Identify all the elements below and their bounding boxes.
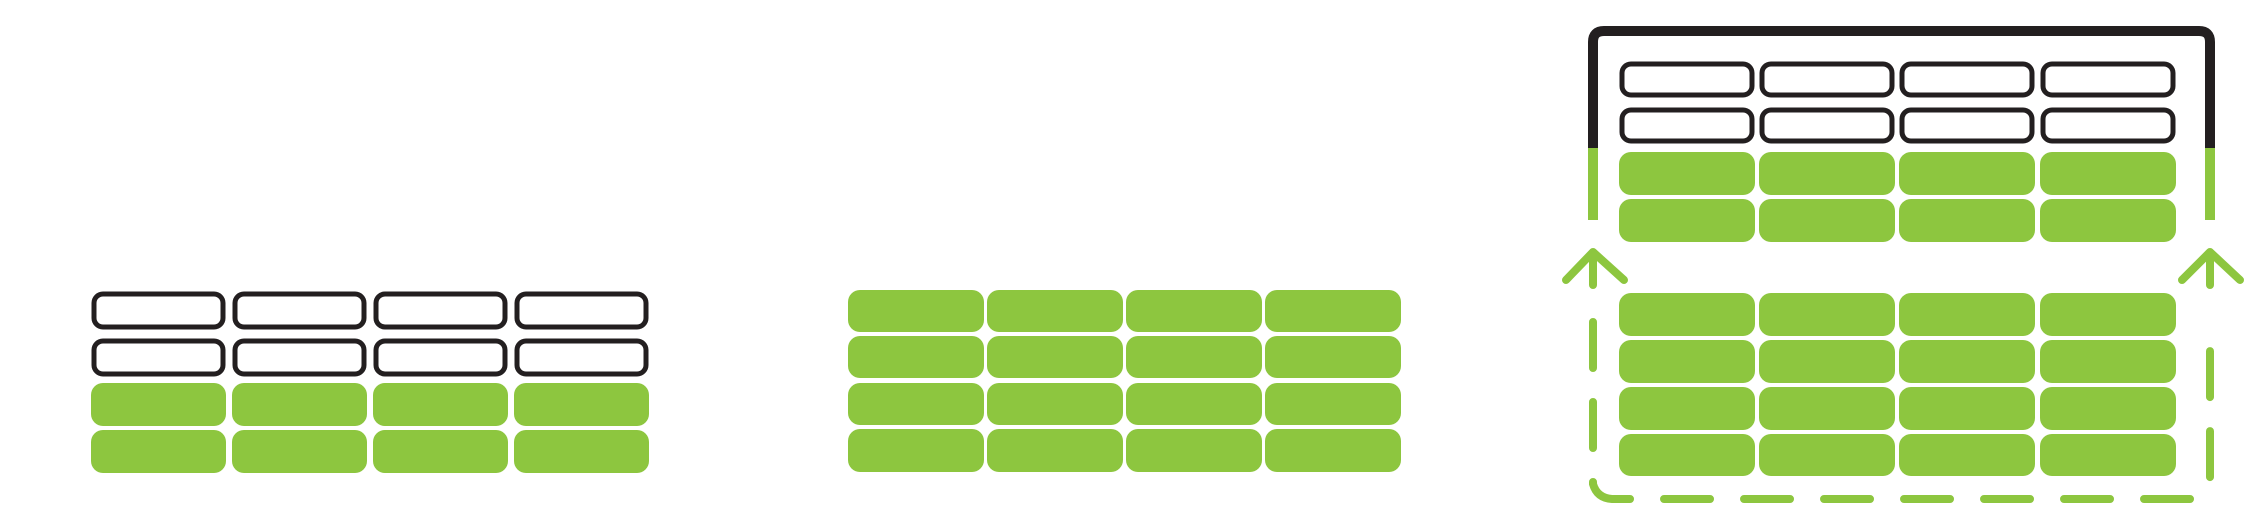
panel-partial-grid: [91, 291, 649, 473]
filled-cell: [987, 336, 1123, 378]
filled-cell: [1899, 152, 2035, 195]
filled-cell: [1899, 293, 2035, 336]
filled-cell: [1265, 290, 1401, 332]
filled-cell: [232, 430, 367, 473]
panel-expanded-grid: [1562, 26, 2244, 503]
filled-cell: [1899, 340, 2035, 383]
filled-cell: [2040, 293, 2176, 336]
filled-cell: [1759, 293, 1895, 336]
empty-cell: [1899, 61, 2035, 98]
filled-cell: [514, 430, 649, 473]
filled-cell: [91, 430, 226, 473]
empty-cell: [514, 338, 649, 377]
empty-cell: [1619, 107, 1755, 144]
filled-cell: [848, 290, 984, 332]
filled-cell: [987, 383, 1123, 425]
filled-cell: [1126, 429, 1262, 472]
filled-cell: [1899, 199, 2035, 242]
filled-cell: [514, 383, 649, 426]
filled-cell: [1619, 387, 1755, 430]
empty-cell: [1619, 61, 1755, 98]
arrow-up-icon: [2178, 248, 2244, 289]
empty-cell: [514, 291, 649, 330]
empty-cell: [232, 338, 367, 377]
filled-cell: [2040, 434, 2176, 476]
filled-cell: [1619, 199, 1755, 242]
filled-cell: [1899, 434, 2035, 476]
container-frame-top: [1588, 26, 2215, 150]
empty-cell: [1759, 107, 1895, 144]
empty-cell: [373, 291, 508, 330]
filled-cell: [1759, 387, 1895, 430]
filled-cell: [373, 430, 508, 473]
filled-cell: [848, 336, 984, 378]
filled-cell: [1126, 290, 1262, 332]
filled-cell: [1619, 293, 1755, 336]
filled-cell: [1759, 152, 1895, 195]
filled-cell: [2040, 340, 2176, 383]
empty-cell: [373, 338, 508, 377]
filled-cell: [1899, 387, 2035, 430]
filled-cell: [232, 383, 367, 426]
empty-cell: [1899, 107, 2035, 144]
filled-cell: [1265, 429, 1401, 472]
filled-cell: [1126, 383, 1262, 425]
filled-cell: [848, 429, 984, 472]
filled-cell: [373, 383, 508, 426]
filled-cell: [2040, 199, 2176, 242]
filled-cell: [2040, 152, 2176, 195]
filled-cell: [1759, 434, 1895, 476]
panel-full-grid: [848, 290, 1401, 472]
empty-cell: [2040, 61, 2176, 98]
empty-cell: [91, 338, 226, 377]
filled-cell: [1265, 336, 1401, 378]
filled-cell: [1126, 336, 1262, 378]
empty-cell: [91, 291, 226, 330]
filled-cell: [987, 290, 1123, 332]
filled-cell: [848, 383, 984, 425]
expansion-dashed-outline: [1589, 318, 2214, 503]
filled-cell: [2040, 387, 2176, 430]
filled-cell: [987, 429, 1123, 472]
arrow-up-icon: [1562, 248, 1628, 289]
filled-cell: [1759, 199, 1895, 242]
empty-cell: [232, 291, 367, 330]
filled-cell: [1759, 340, 1895, 383]
filled-cell: [1619, 340, 1755, 383]
filled-cell: [1619, 152, 1755, 195]
filled-cell: [1265, 383, 1401, 425]
empty-cell: [1759, 61, 1895, 98]
empty-cell: [2040, 107, 2176, 144]
filled-cell: [91, 383, 226, 426]
filled-cell: [1619, 434, 1755, 476]
